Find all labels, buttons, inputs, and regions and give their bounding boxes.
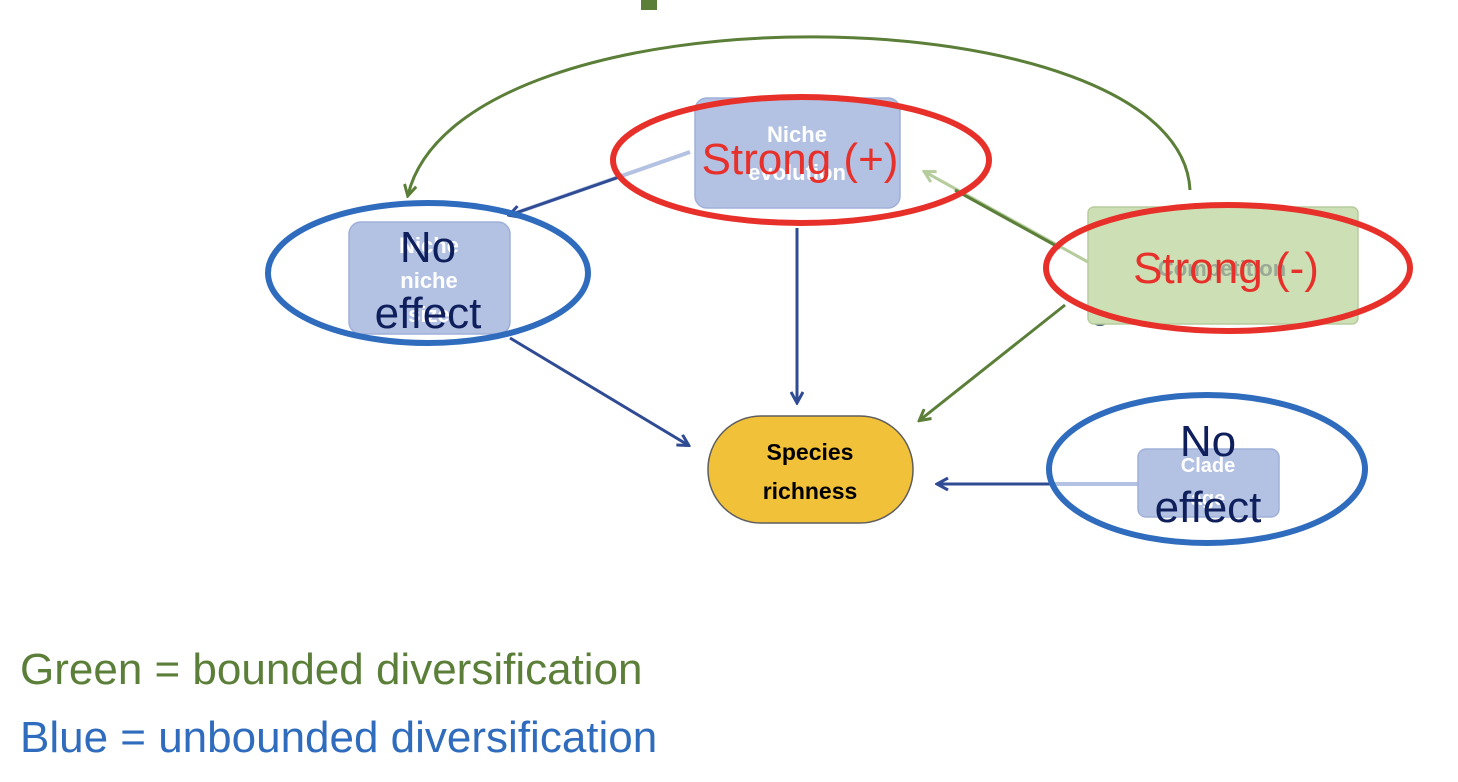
annotation-strong-negative: Strong (-) [1133, 244, 1319, 293]
ellipse-no-effect-left [265, 200, 591, 346]
node-species-richness [707, 415, 914, 524]
annotation-no-effect-right-2: effect [1155, 483, 1262, 532]
node-niche-evolution-label-2: evolution [748, 160, 846, 185]
node-competition-label: Competition [1158, 256, 1286, 281]
top-stub [641, 0, 657, 10]
legend-blue: Blue = unbounded diversification [20, 713, 658, 762]
node-species-richness-label-1: Species [767, 439, 854, 465]
annotation-no-effect-left-2: effect [375, 289, 482, 338]
node-species-richness-label-2: richness [763, 478, 858, 504]
arrow-niche-evolution-to-niche-left-front [510, 174, 623, 215]
annotation-no-effect-right-1: No [1180, 417, 1236, 466]
arrow-niche-left-to-richness [509, 336, 688, 445]
arrow-competition-to-richness [920, 303, 1066, 420]
node-niche-left-label-3: size [408, 302, 450, 327]
ellipse-no-effect-right [1046, 392, 1368, 546]
arrow-competition-to-niche-left [408, 35, 1192, 195]
annotation-no-effect-left-1: No [400, 223, 456, 272]
annotation-strong-positive: Strong (+) [702, 135, 899, 184]
causal-diagram: Niche evolution Niche niche size Competi… [265, 0, 1413, 546]
legend-green: Green = bounded diversification [20, 645, 643, 694]
node-clade-label-2: age [1191, 488, 1225, 510]
node-niche-left [348, 221, 511, 335]
arrow-competition-to-niche-evolution-front [954, 188, 1061, 250]
node-niche-left-label-2: niche [400, 268, 457, 293]
ellipse-strong-negative [1043, 202, 1413, 334]
ellipse-strong-positive [610, 94, 992, 226]
node-clade-label-1: Clade [1181, 455, 1235, 477]
node-clade [1137, 448, 1280, 518]
node-niche-left-label-1: Niche [399, 233, 459, 258]
node-niche-evolution-label-1: Niche [767, 122, 827, 147]
